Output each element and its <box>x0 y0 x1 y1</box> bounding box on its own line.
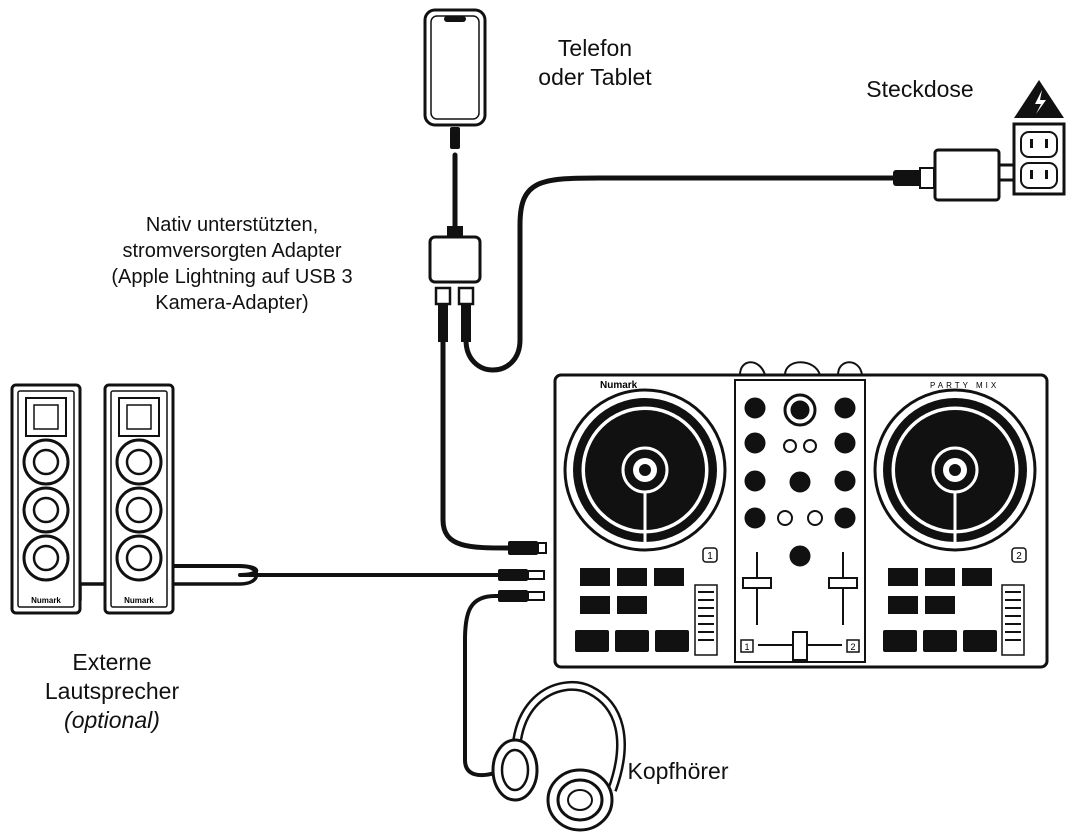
power-plug-icon <box>893 148 1020 202</box>
phone-icon <box>423 8 487 149</box>
adapter-label-line3: (Apple Lightning auf USB 3 <box>111 266 353 288</box>
crossfader-right-label: 2 <box>850 642 855 652</box>
pads-right[interactable] <box>883 568 997 652</box>
phone-label-line2: oder Tablet <box>538 64 652 90</box>
controller-brand: Numark <box>600 380 638 391</box>
mixer-knobs[interactable] <box>744 393 856 567</box>
adapter-label-line1: Nativ unterstützten, <box>145 214 319 236</box>
deck-right-number: 2 <box>1016 551 1022 562</box>
deck-left-number: 1 <box>707 551 713 562</box>
wall-outlet-icon <box>1012 122 1066 196</box>
headphones-label: Kopfhörer <box>627 758 729 784</box>
phone-label: Telefon oder Tablet <box>520 34 670 92</box>
jog-wheel-left[interactable] <box>563 388 727 552</box>
speakers-label-line3: (optional) <box>64 707 160 733</box>
adapter-label-line2: stromversorgten Adapter <box>122 240 342 262</box>
headphone-cable <box>463 594 507 778</box>
adapter-label-line4: Kamera-Adapter) <box>155 292 309 314</box>
headphones-icon <box>491 681 626 832</box>
channel-faders[interactable] <box>742 552 858 625</box>
jog-wheel-right[interactable] <box>873 388 1037 552</box>
adapter-label: Nativ unterstützten, stromversorgten Ada… <box>62 212 402 316</box>
headphone-jack <box>498 590 545 602</box>
speaker-left-icon: Numark <box>10 383 82 615</box>
phone-label-line1: Telefon <box>557 35 633 61</box>
usb-cable <box>440 337 513 551</box>
high-voltage-warning-icon <box>1014 80 1064 118</box>
speakers-label-line1: Externe <box>72 649 152 675</box>
adapter-icon <box>428 226 482 342</box>
speaker-right-brand: Numark <box>124 596 154 605</box>
speaker-right-icon: Numark <box>103 383 175 615</box>
dj-controller: Numark PARTY MIX 1 2 <box>498 361 1049 669</box>
power-cable <box>463 175 898 373</box>
pitch-fader-right[interactable] <box>1001 584 1025 656</box>
crossfader-left-label: 1 <box>744 642 749 652</box>
cables <box>78 152 898 778</box>
pads-left[interactable] <box>575 568 689 652</box>
speakers-label-line2: Lautsprecher <box>44 678 180 704</box>
speaker-left-brand: Numark <box>31 596 61 605</box>
crossfader[interactable]: 1 2 <box>740 631 860 661</box>
outlet-label: Steckdose <box>866 76 974 102</box>
speakers-label: Externe Lautsprecher (optional) <box>22 648 202 735</box>
usb-port <box>508 541 547 555</box>
pitch-fader-left[interactable] <box>694 584 718 656</box>
controller-model: PARTY MIX <box>930 381 999 390</box>
speaker-output-jack <box>498 569 545 581</box>
